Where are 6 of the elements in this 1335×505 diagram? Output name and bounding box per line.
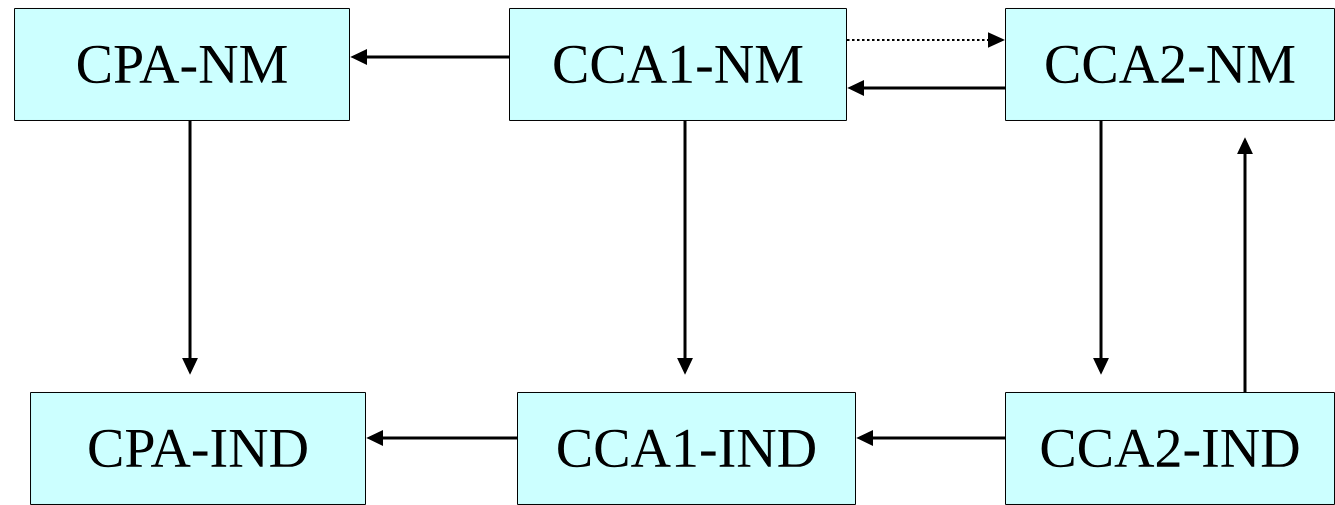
process-box: CPA-NM — [14, 8, 350, 121]
process-box: CCA1-NM — [509, 8, 847, 121]
process-box: CCA2-NM — [1005, 8, 1335, 121]
process-box: CCA2-IND — [1005, 392, 1335, 505]
process-box: CPA-IND — [30, 392, 366, 505]
process-box: CCA1-IND — [517, 392, 856, 505]
